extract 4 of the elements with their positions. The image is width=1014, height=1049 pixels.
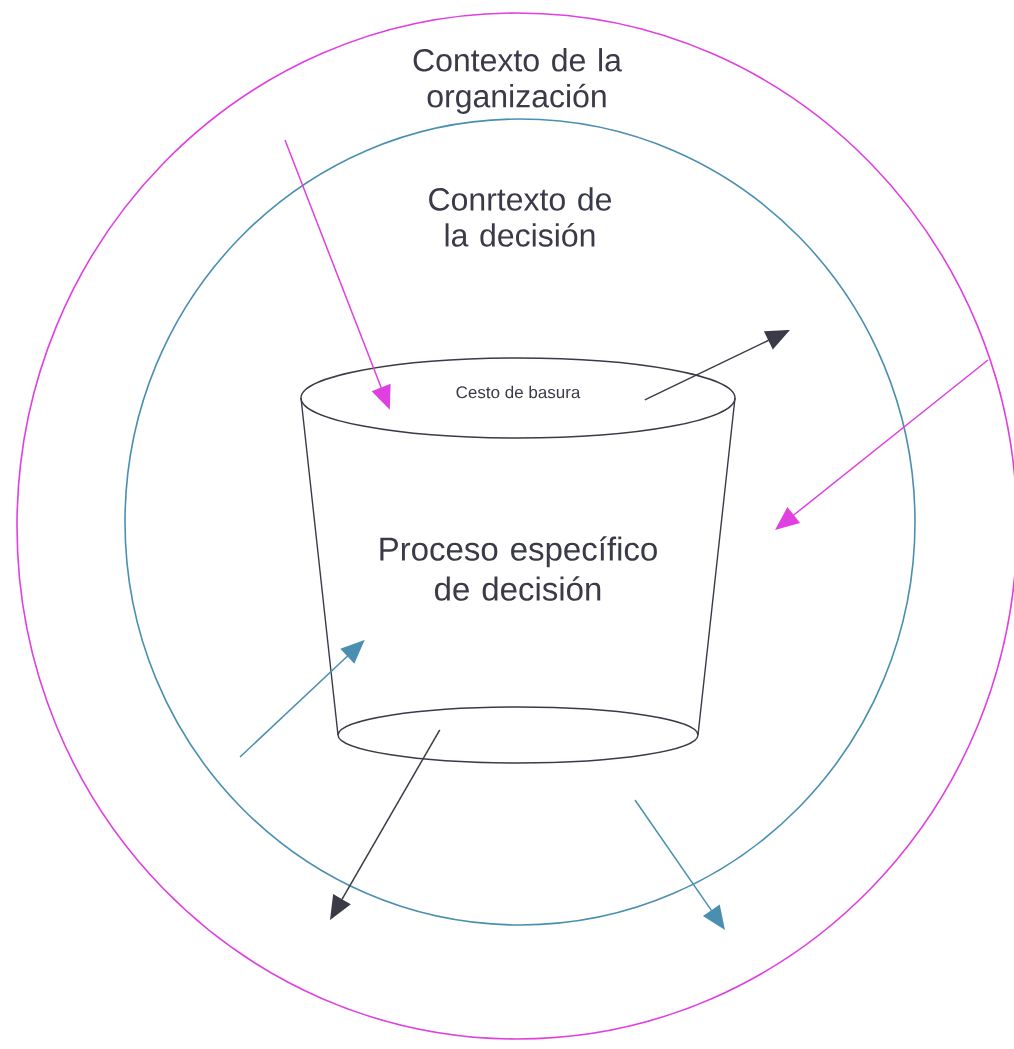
bucket-drawing: Cesto de basura Proceso específico de decisión [300,357,736,764]
arrow [775,359,989,530]
arrow [330,729,441,920]
node-label: Proceso específico de decisión [380,536,657,601]
